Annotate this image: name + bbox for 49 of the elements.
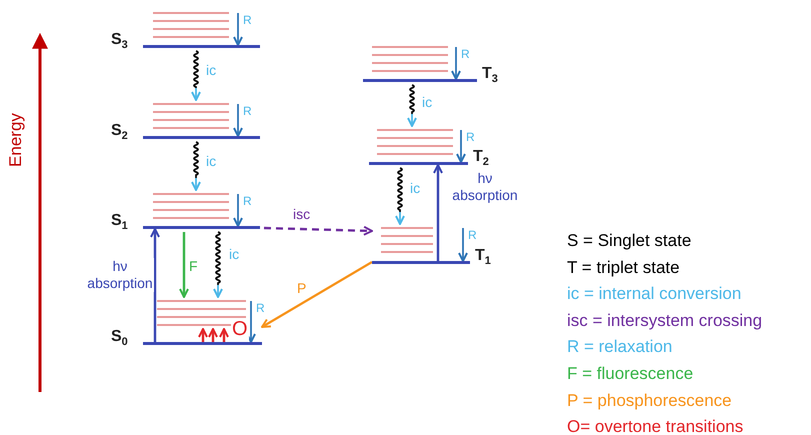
energy-level [109,298,262,345]
arrow [233,13,243,46]
state-label: S$_{2}$ [110,122,129,144]
edge-label: R [465,131,476,144]
edge-label: hν absorption [86,258,154,292]
legend-entry: S = Singlet state [567,230,692,252]
legend-entry: R = relaxation [567,336,674,358]
legend-entry: T = triplet state [567,256,681,279]
arrow [261,260,373,328]
edge-label: R [242,14,253,27]
edge-label: R [242,195,253,208]
arrow [233,194,243,227]
energy-level [109,191,260,229]
state-label: S$_{1}$ [110,212,129,234]
wavy-arrow [407,84,417,127]
edge-label: R [242,105,253,118]
state-label: S$_{3}$ [110,30,129,53]
arrow [208,328,218,342]
edge-label: R [255,302,266,315]
arrow [179,232,189,298]
arrow [198,328,208,342]
edge-label: R [460,48,471,61]
arrow [150,228,160,343]
wavy-arrow [191,141,201,191]
wavy-arrow [213,231,223,298]
arrow [233,104,243,137]
arrow [451,47,461,80]
legend-entry: P = phosphorescence [567,390,733,412]
energy-level [109,101,260,139]
edge-label: O [231,318,249,340]
edge-label: R [467,229,478,242]
legend-entry: ic = internal conversion [567,283,742,306]
arrow [219,328,229,342]
legend-entry: O= overtone transitions [567,416,744,435]
legend-entry: isc = intersystem crossing [567,310,762,332]
state-label: T$_{1}$ [474,246,492,269]
arrow [458,228,468,262]
legend-entry: F = fluorescence [567,362,694,385]
state-label: T$_{3}$ [481,64,499,87]
state-label: T$_{2}$ [472,148,490,170]
wavy-arrow [395,167,405,225]
arrow [264,226,373,236]
arrow [433,164,443,262]
wavy-arrow [191,50,201,101]
axis-label: Energy [6,112,26,169]
arrow [246,301,256,343]
arrow [456,130,466,163]
state-label: S$_{0}$ [110,328,129,350]
energy-level [109,10,260,48]
